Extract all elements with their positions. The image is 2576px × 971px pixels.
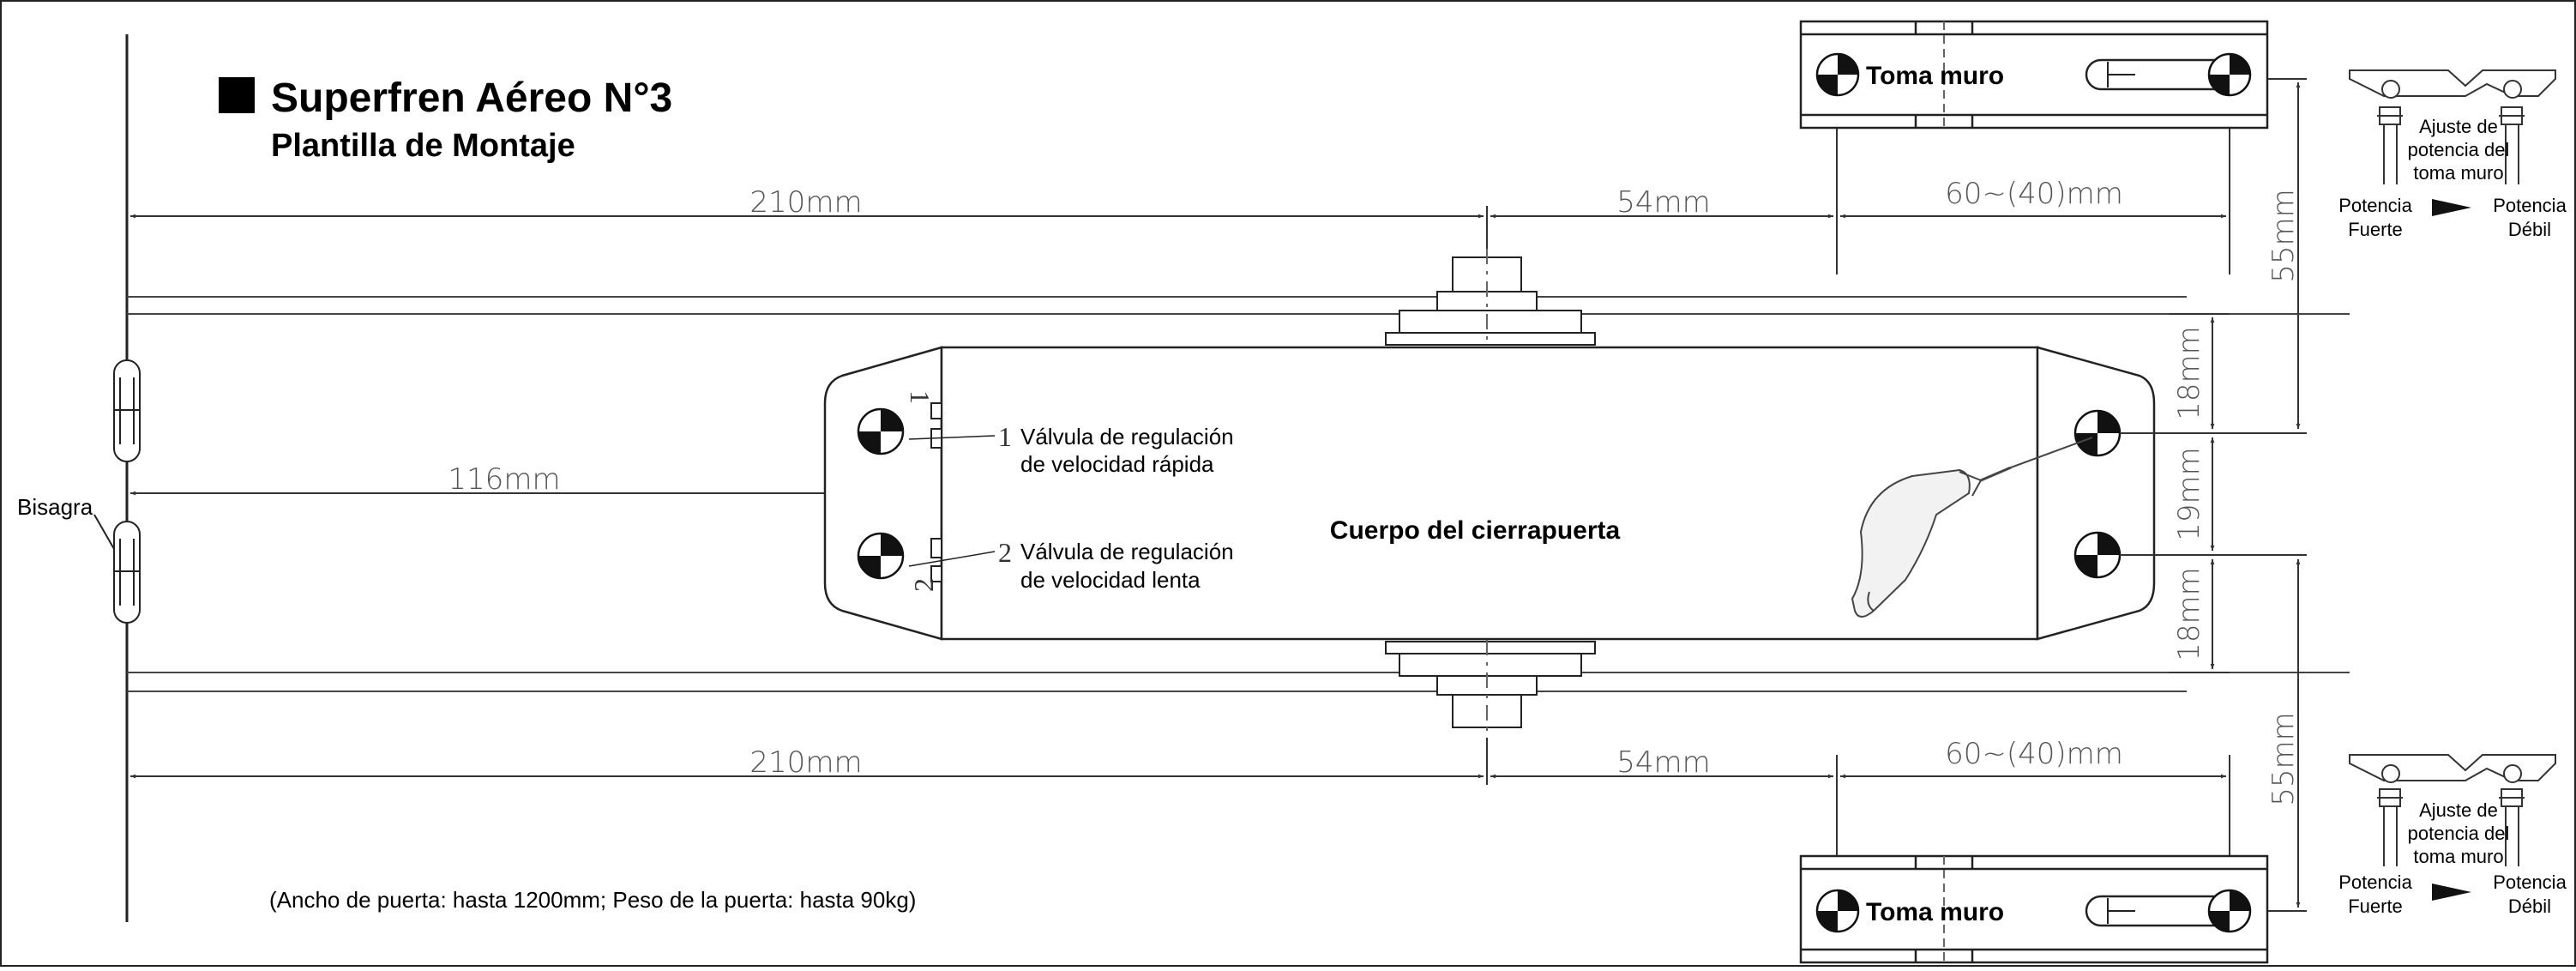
title-main: Superfren Aéreo N°3 [271, 75, 672, 121]
closer-body [823, 346, 2156, 641]
adjust-bottom-line3: toma muro [2413, 846, 2503, 867]
valve2-line2: de velocidad lenta [1020, 567, 1201, 593]
valve1-line1: Válvula de regulación [1020, 424, 1234, 449]
wall-bracket-top [1799, 20, 2269, 130]
adjust-bottom-weak1: Potencia [2493, 871, 2567, 893]
dim-vertical-bottom: 55mm [2266, 712, 2301, 806]
adjustment-illustration-bottom [2349, 754, 2556, 866]
title-square-icon [219, 77, 255, 113]
adjust-bottom-strong2: Fuerte [2348, 896, 2403, 917]
door-reference-lines [127, 296, 2350, 692]
vertical-dimensions [2120, 78, 2307, 912]
dim-hinge-to-body: 116mm [448, 462, 560, 497]
adjust-top-weak2: Débil [2508, 219, 2551, 240]
adjust-top-weak1: Potencia [2493, 195, 2567, 216]
adjust-top-line2: potencia del [2408, 139, 2510, 160]
crosshair-target-icon [2207, 889, 2252, 933]
valve1-line2: de velocidad rápida [1020, 451, 1214, 477]
dim-vertical-top: 55mm [2266, 189, 2301, 283]
body-mark-1: 1 [905, 390, 936, 404]
dim-top-middle: 54mm [1616, 185, 1711, 220]
triangle-arrow-icon [2432, 199, 2471, 216]
wall-mount-bottom-label: Toma muro [1866, 898, 2004, 926]
valve1-leader [908, 435, 996, 440]
hinge-leader [93, 514, 115, 550]
crosshair-target-icon [2207, 52, 2252, 97]
crosshair-target-icon [1815, 889, 1860, 933]
crosshair-target-icon [857, 407, 905, 455]
adjust-bottom-strong1: Potencia [2338, 871, 2412, 893]
body-label: Cuerpo del cierrapuerta [1330, 516, 1621, 545]
crosshair-target-icon [2073, 531, 2122, 579]
valve2-leader [908, 551, 996, 567]
pinion-bottom [1385, 641, 1596, 728]
dim-top-left: 210mm [749, 185, 862, 220]
adjust-bottom-line2: potencia del [2408, 823, 2510, 844]
crosshair-target-icon [857, 532, 905, 580]
pinion-top [1385, 256, 1596, 346]
title-sub: Plantilla de Montaje [271, 128, 575, 164]
dim-body-top: 18mm [2172, 326, 2206, 420]
crosshair-target-icon [2073, 409, 2122, 457]
drill-icon [1851, 437, 2093, 618]
door-spec-note: (Ancho de puerta: hasta 1200mm; Peso de … [269, 887, 916, 913]
valve-slots [930, 402, 942, 582]
crosshair-target-icon [1815, 52, 1860, 97]
body-mark-2: 2 [908, 578, 939, 592]
dim-body-bottom: 18mm [2172, 567, 2206, 661]
adjust-top-line1: Ajuste de [2419, 116, 2498, 137]
triangle-arrow-icon [2432, 884, 2471, 901]
dim-bottom-middle: 54mm [1616, 745, 1711, 780]
adjust-top-strong2: Fuerte [2348, 219, 2403, 240]
dim-body-middle: 19mm [2172, 447, 2206, 541]
adjust-top-strong1: Potencia [2338, 195, 2412, 216]
dim-top-right: 60~(40)mm [1945, 177, 2123, 211]
adjustment-illustration-top [2349, 69, 2556, 184]
valve1-number: 1 [998, 421, 1012, 452]
dim-bottom-left: 210mm [749, 745, 862, 780]
valve2-number: 2 [998, 537, 1012, 568]
wall-mount-top-label: Toma muro [1866, 62, 2004, 90]
adjust-bottom-weak2: Débil [2508, 896, 2551, 917]
adjust-bottom-line1: Ajuste de [2419, 799, 2498, 821]
hinge-icon [113, 359, 141, 624]
hinge-label: Bisagra [17, 494, 93, 520]
valve2-line1: Válvula de regulación [1020, 539, 1234, 564]
dim-bottom-right: 60~(40)mm [1945, 737, 2123, 771]
adjust-top-line3: toma muro [2413, 162, 2503, 184]
